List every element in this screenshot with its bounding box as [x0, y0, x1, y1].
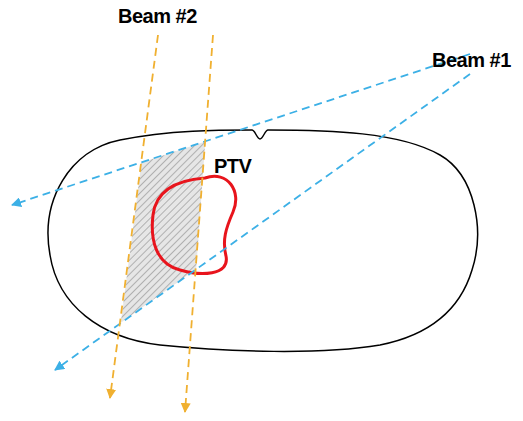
beam-label: PTV [214, 156, 251, 176]
ptv-contour [152, 176, 235, 273]
beam-edge [12, 54, 470, 205]
beam-edge [55, 74, 470, 370]
beam-edge [110, 35, 158, 398]
overlap-region [121, 141, 206, 322]
beam-edge [185, 35, 213, 412]
head-outline [48, 130, 477, 351]
beam-label: Beam #2 [118, 6, 197, 26]
beam-label: Beam #1 [432, 50, 511, 70]
